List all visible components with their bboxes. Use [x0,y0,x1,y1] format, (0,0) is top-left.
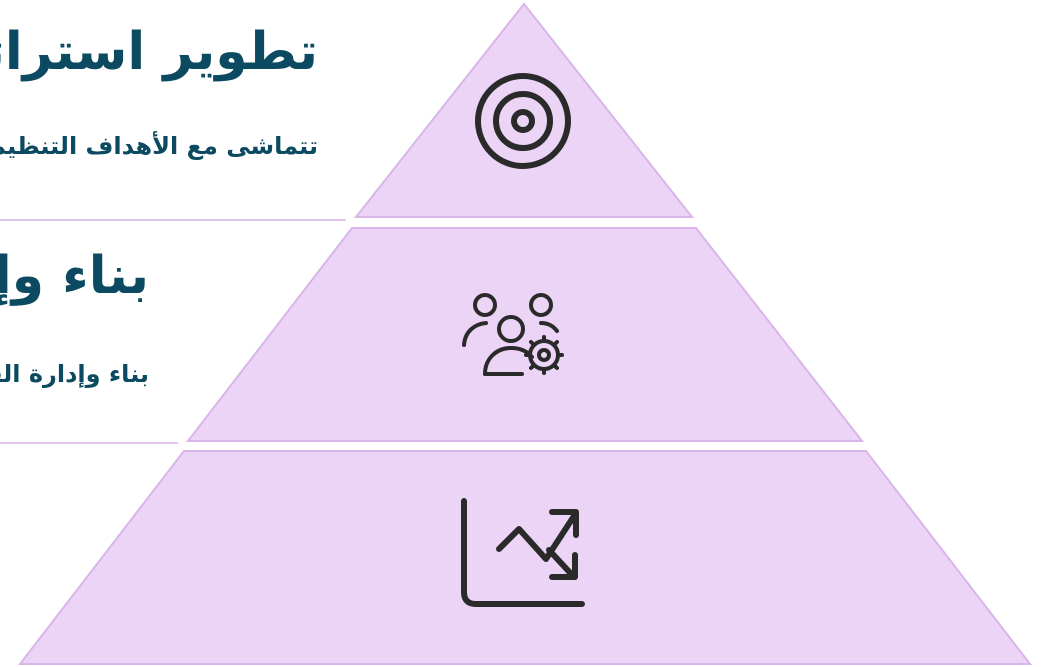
pyramid-tier-middle [185,227,865,442]
target-icon [475,73,571,169]
level-2-subtitle: بناء وإدارة الفرق [0,360,149,388]
pyramid-tier-bottom [17,450,1033,665]
level-2-title: بناء وإدارة [0,246,149,306]
level-1-title: تطوير استراتيجية [0,22,318,82]
team-settings-icon [462,293,564,376]
trending-chart-icon [461,498,585,607]
level-1-subtitle: تتماشى مع الأهداف التنظيمية [0,132,318,160]
level-2-divider [0,442,178,444]
level-1-divider [0,219,346,221]
